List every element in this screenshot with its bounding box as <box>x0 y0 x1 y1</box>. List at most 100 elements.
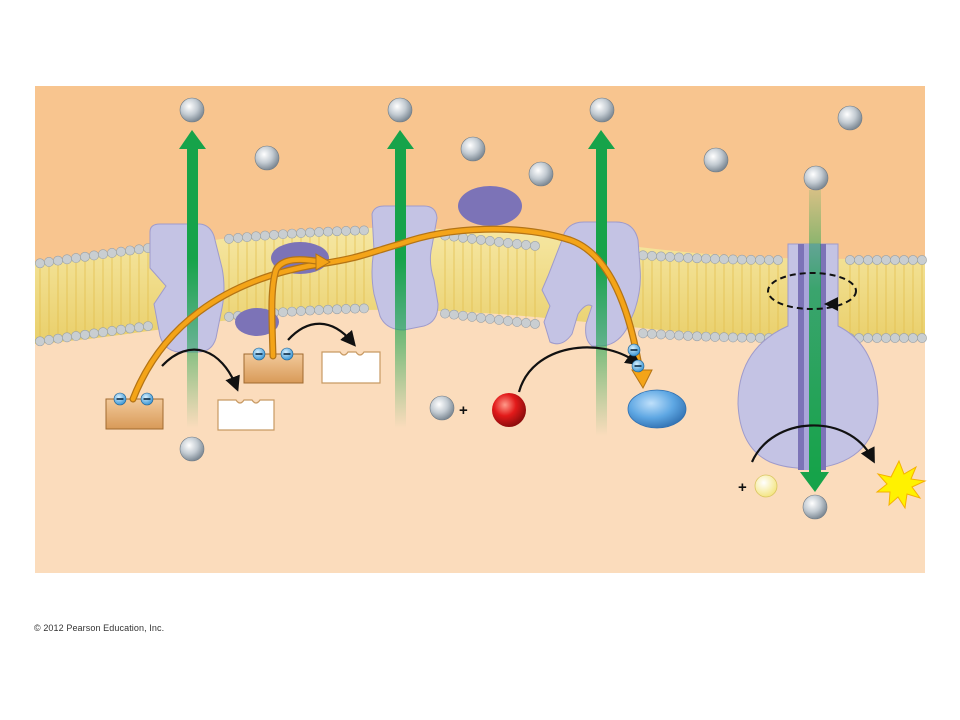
lipid-head <box>278 229 288 240</box>
lipid-head <box>467 233 477 244</box>
proton-icon <box>802 494 828 520</box>
lipid-head <box>683 252 693 263</box>
lipid-head <box>296 228 306 238</box>
lipid-head <box>692 253 702 264</box>
lipid-head <box>80 251 90 262</box>
lipid-head <box>260 230 270 241</box>
lipid-head <box>728 332 738 343</box>
lipid-head <box>278 307 288 318</box>
lipid-head <box>458 232 468 243</box>
lipid-head <box>719 254 729 265</box>
electron-icon <box>252 347 266 361</box>
lipid-head <box>341 304 351 314</box>
lipid-head <box>683 330 693 341</box>
lipid-head <box>863 333 873 343</box>
lipid-head <box>494 315 504 325</box>
lipid-head <box>305 227 315 238</box>
lipid-head <box>503 316 513 326</box>
lipid-head <box>467 311 477 322</box>
lipid-head <box>656 329 666 340</box>
lipid-head <box>107 326 117 336</box>
electron-icon <box>627 343 641 357</box>
lipid-head <box>710 332 720 342</box>
lipid-head <box>125 245 135 256</box>
lipid-head <box>359 225 369 236</box>
lipid-head <box>917 333 927 343</box>
lipid-head <box>332 226 342 237</box>
lipid-head <box>494 237 504 247</box>
lipid-head <box>359 303 369 314</box>
lipid-head <box>881 333 891 343</box>
proton-icon <box>429 395 455 421</box>
lipid-head <box>323 304 333 315</box>
atp-synthase-proton-arrow <box>800 472 829 492</box>
lipid-head <box>224 233 234 244</box>
yellow-molecule-adp <box>754 474 778 498</box>
starburst-icon <box>875 459 927 510</box>
lipid-head <box>89 250 99 261</box>
reaction-arrows <box>161 322 875 464</box>
lipid-head <box>125 323 135 334</box>
lipid-head <box>521 240 531 250</box>
lipid-head <box>503 238 513 248</box>
lipid-head <box>134 322 144 333</box>
lipid-head <box>746 254 756 265</box>
lipid-head <box>233 233 243 243</box>
lipid-head <box>251 231 261 242</box>
lipid-head <box>89 328 99 339</box>
copyright-notice: © 2012 Pearson Education, Inc. <box>34 623 165 633</box>
proton-icon <box>837 105 863 131</box>
lipid-head <box>107 248 117 258</box>
lipid-head <box>890 333 900 343</box>
proton-icon <box>460 136 486 162</box>
lipid-head <box>296 306 306 316</box>
electrons <box>113 343 645 406</box>
proton-arrow-3 <box>588 130 615 149</box>
lipid-head <box>530 240 540 251</box>
lipid-head <box>728 254 738 265</box>
lipid-head <box>287 306 297 317</box>
lipid-head <box>530 318 540 329</box>
lipid-head <box>512 317 522 327</box>
lipid-head <box>908 333 918 343</box>
lipid-head <box>341 226 351 236</box>
protons <box>179 97 863 520</box>
lipid-head <box>692 331 702 342</box>
lipid-head <box>269 229 279 240</box>
lipid-head <box>62 254 72 265</box>
lipid-head <box>242 232 252 243</box>
lipid-head <box>917 255 927 265</box>
proton-icon <box>528 161 554 187</box>
lipid-head <box>116 324 126 335</box>
lipid-head <box>305 305 315 316</box>
ubiquinone-lower <box>235 308 279 336</box>
lipid-head <box>674 252 684 263</box>
lipid-head <box>350 303 360 314</box>
lipid-head <box>35 258 45 269</box>
lipid-head <box>116 246 126 257</box>
lipid-head <box>98 327 108 338</box>
lipid-head <box>764 255 774 265</box>
electron-icon <box>631 359 645 373</box>
lipid-head <box>701 331 711 342</box>
proton-icon <box>589 97 615 123</box>
lipid-head <box>881 255 891 265</box>
lipid-head <box>521 318 531 328</box>
lipid-head <box>44 335 54 345</box>
lipid-head <box>449 309 459 320</box>
proton-arrow-2 <box>387 130 414 149</box>
proton-arrow-1 <box>179 130 206 149</box>
lipid-head <box>134 244 144 255</box>
lipid-head <box>737 254 747 265</box>
lipid-head <box>476 234 486 245</box>
lipid-head <box>638 328 648 339</box>
lipid-head <box>53 255 63 266</box>
plus-sign-2: + <box>738 479 747 496</box>
lipid-head <box>314 305 324 315</box>
proton-icon <box>803 165 829 191</box>
lipid-head <box>143 321 153 332</box>
lipid-head <box>287 228 297 239</box>
lipid-head <box>674 330 684 341</box>
lipid-head <box>512 239 522 249</box>
rotor-ring <box>767 272 857 310</box>
